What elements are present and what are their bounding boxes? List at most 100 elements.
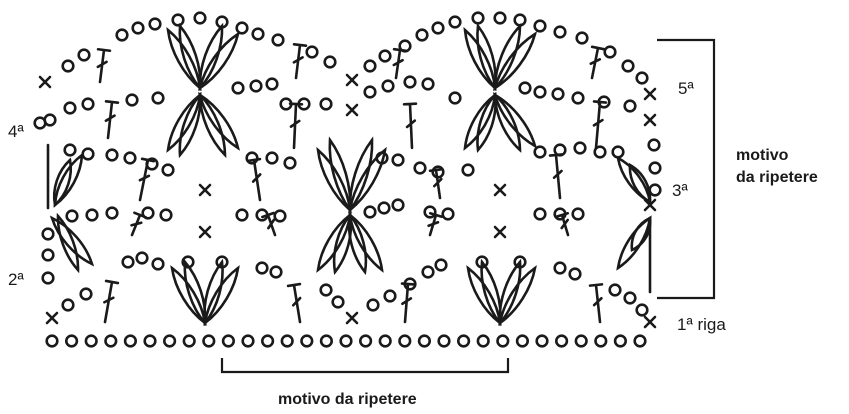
chain-stitch — [359, 334, 373, 348]
chain-stitch — [533, 207, 547, 221]
chain-stitch — [623, 99, 637, 113]
cluster-petal — [492, 31, 538, 91]
double-crochet-stitch — [138, 157, 156, 202]
double-crochet-stitch — [400, 282, 416, 324]
chain-stitch — [413, 161, 427, 175]
cluster-petal — [348, 212, 384, 273]
chain-stitch — [65, 209, 79, 223]
cluster-petal — [197, 92, 241, 151]
chain-stitch — [513, 255, 527, 269]
single-crochet-x — [643, 87, 657, 101]
cluster-petal — [463, 26, 497, 92]
chain-stitch — [431, 21, 445, 35]
chain-stitch — [378, 334, 392, 348]
chain-stitch — [41, 271, 55, 285]
chain-stitch — [319, 97, 333, 111]
row-label-5: 5ª — [678, 79, 694, 98]
double-crochet-stitch — [96, 47, 112, 84]
row-label-2: 2ª — [8, 270, 24, 289]
cluster-petal — [493, 22, 522, 92]
chain-stitch — [261, 334, 275, 348]
single-crochet-x — [198, 183, 212, 197]
double-crochet-stitch — [428, 167, 444, 200]
chain-stitch — [271, 33, 285, 47]
double-crochet-stitch — [402, 102, 418, 150]
chain-stitch — [378, 49, 392, 63]
double-crochet-stitch — [392, 47, 408, 80]
chain-stitch — [381, 79, 395, 93]
chain-stitch — [518, 81, 532, 95]
chain-stitch — [331, 295, 345, 309]
chain-stitch — [383, 289, 397, 303]
chain-stitch — [434, 258, 448, 272]
chain-stitch — [471, 11, 485, 25]
chain-stitch — [457, 334, 471, 348]
cluster-petal — [316, 212, 352, 273]
vertical-repeat-label-line1: motivo — [736, 147, 789, 164]
chain-stitch — [603, 45, 617, 59]
chain-stitch — [265, 151, 279, 165]
cluster-petal — [203, 265, 240, 326]
chain-stitch — [513, 13, 527, 27]
chain-stitch — [574, 334, 588, 348]
cluster-petal — [178, 22, 202, 92]
chain-stitch — [493, 11, 507, 25]
chain-stitch — [363, 59, 377, 73]
chain-stitch — [421, 265, 435, 279]
double-crochet-stitch — [292, 42, 308, 80]
cluster-petal — [197, 31, 241, 91]
chain-stitch — [391, 153, 405, 167]
chain-stitch — [448, 91, 462, 105]
cluster-petal — [348, 136, 374, 214]
cluster-petal — [166, 26, 202, 92]
chain-stitch — [647, 138, 661, 152]
chain-stitch — [633, 334, 647, 348]
row-label-4: 4ª — [8, 122, 24, 141]
chain-stitch — [533, 19, 547, 33]
single-crochet-x — [38, 75, 52, 89]
chain-stitch — [269, 265, 283, 279]
chain-stitch — [403, 75, 417, 89]
horizontal-repeat-label: motivo da ripetere — [278, 391, 417, 408]
cluster-petal — [52, 157, 73, 208]
single-crochet-x — [198, 225, 212, 239]
chain-stitch — [648, 183, 662, 197]
chain-stitch — [441, 207, 455, 221]
double-crochet-stitch — [554, 211, 570, 237]
cluster-petal — [53, 152, 84, 208]
chain-stitch — [475, 255, 489, 269]
cluster-petal — [616, 215, 652, 271]
chain-stitch — [141, 206, 155, 220]
cluster-petal — [178, 91, 202, 159]
chain-stitch — [611, 145, 625, 159]
cluster-petal — [198, 22, 224, 92]
double-crochet-stitch — [589, 45, 606, 80]
single-crochet-x — [643, 113, 657, 127]
chain-stitch — [448, 15, 462, 29]
chain-stitch — [45, 334, 59, 348]
chain-stitch — [323, 55, 337, 69]
row-label-3: 3ª — [672, 181, 688, 200]
double-crochet-stitch — [588, 283, 604, 324]
chain-stitch — [115, 28, 129, 42]
chain-stitch — [61, 298, 75, 312]
cluster-petal — [492, 92, 538, 149]
cluster-petal — [316, 146, 352, 214]
chain-stitch — [64, 334, 79, 348]
chain-stitch — [41, 227, 55, 241]
chain-stitch — [148, 17, 162, 31]
cluster-petal — [498, 258, 522, 327]
chain-stitch — [151, 91, 165, 105]
chain-stitch — [377, 201, 391, 215]
double-crochet-stitch — [246, 157, 262, 202]
cluster-petal — [630, 216, 652, 252]
cluster-petal — [198, 91, 227, 159]
cluster-petal — [203, 258, 224, 327]
chain-stitch — [255, 261, 269, 275]
chain-stitch — [235, 21, 249, 35]
chain-stitch — [421, 77, 435, 91]
cluster-petal — [476, 22, 497, 92]
chain-stitch — [417, 334, 432, 348]
double-crochet-stitch — [104, 100, 120, 140]
chain-stitch — [151, 257, 165, 271]
